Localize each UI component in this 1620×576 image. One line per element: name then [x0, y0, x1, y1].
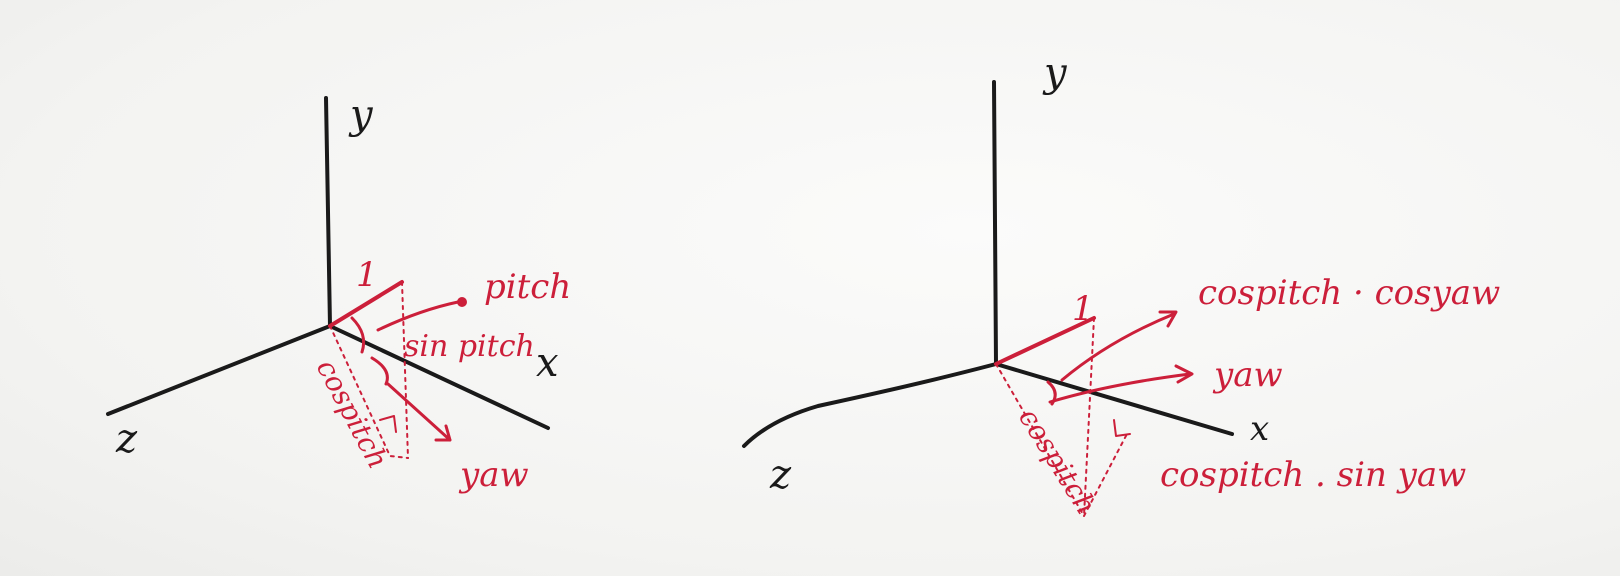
left-yaw-arc: [370, 356, 389, 386]
left-z-axis: [106, 324, 332, 416]
left-cos-pitch-label: cospitch: [310, 354, 395, 474]
right-x-axis: [994, 362, 1234, 436]
left-one-label: 1: [356, 255, 378, 295]
left-proj-cospitch: [329, 325, 409, 459]
right-right-angle: [1113, 419, 1131, 437]
right-cos-cos-arrow: [1060, 310, 1178, 382]
left-yaw-label: yaw: [458, 455, 529, 495]
left-x-axis: [328, 324, 550, 430]
left-sin-pitch-label: sin pitch: [404, 329, 535, 364]
left-pitch-label: pitch: [484, 267, 571, 307]
right-z-label: z: [769, 452, 792, 498]
right-y-label: y: [1042, 50, 1068, 96]
left-yaw-arrow: [386, 382, 452, 442]
left-pitch-arrowhead: [457, 297, 467, 307]
left-proj-vertical: [401, 281, 409, 459]
right-y-axis: [992, 80, 998, 366]
right-cos-sin-label: cospitch . sin yaw: [1160, 455, 1466, 495]
right-yaw-label: yaw: [1212, 355, 1283, 395]
right-z-axis: [742, 362, 998, 448]
right-yaw-arrow: [1048, 364, 1194, 404]
left-x-label: x: [536, 340, 559, 386]
right-one-label: 1: [1072, 289, 1094, 329]
right-unit-vector: [994, 316, 1096, 366]
left-y-axis: [324, 96, 332, 328]
right-diagram: y x z 1 cospitch · cosyaw yaw cospitch c…: [742, 50, 1500, 520]
right-x-label: x: [1250, 409, 1269, 449]
left-z-label: z: [115, 416, 138, 462]
right-proj-vertical: [1083, 317, 1095, 517]
left-pitch-arc: [350, 316, 366, 354]
right-proj-cospitch: [995, 363, 1085, 517]
left-diagram: y x z 1 pitch sin pitch cospitch yaw: [106, 92, 571, 495]
right-cos-cos-label: cospitch · cosyaw: [1198, 273, 1500, 313]
left-unit-vector: [328, 280, 404, 328]
right-cos-pitch-label: cospitch: [1012, 402, 1103, 520]
left-right-angle: [379, 415, 397, 433]
left-y-label: y: [348, 92, 374, 138]
right-proj-sinyaw: [1083, 431, 1129, 517]
left-pitch-arrow: [376, 300, 460, 332]
